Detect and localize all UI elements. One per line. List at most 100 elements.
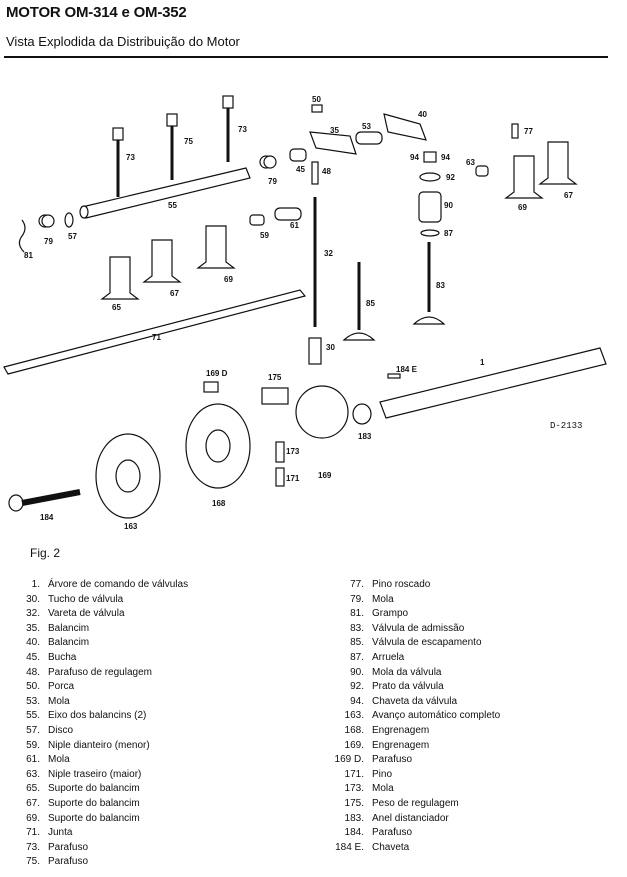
callout-85: 85 <box>366 299 375 308</box>
legend-item-number: 83. <box>350 622 364 634</box>
legend-item-label: Mola <box>372 783 394 795</box>
callout-83: 83 <box>436 281 445 290</box>
legend-item: 92.Prato da válvula <box>330 680 500 695</box>
legend-item-number: 30. <box>26 593 40 605</box>
legend-item-label: Suporte do balancim <box>48 783 140 795</box>
weight-175 <box>261 387 289 405</box>
legend-item-number: 85. <box>350 637 364 649</box>
callout-183: 183 <box>358 432 372 441</box>
spring-173 <box>275 441 285 463</box>
legend-item: 163.Avanço automático completo <box>330 709 501 724</box>
screw-169d <box>203 381 219 393</box>
legend-item-number: 57. <box>26 724 40 736</box>
callout-90: 90 <box>444 201 453 210</box>
legend-item-label: Prato da válvula <box>372 681 444 693</box>
callout-81: 81 <box>24 251 33 260</box>
legend-item: 169.Engrenagem <box>330 739 500 754</box>
legend-item-number: 77. <box>350 579 364 590</box>
legend-item: 55.Eixo dos balancins (2) <box>18 709 188 724</box>
callout-79-left: 79 <box>44 237 53 246</box>
legend-item-label: Pino roscado <box>372 579 431 590</box>
legend-item-label: Balancim <box>48 622 90 634</box>
callout-67-left: 67 <box>170 289 179 298</box>
legend-item: 175. Peso de regulagem <box>330 797 500 812</box>
legend-item-number: 40. <box>26 637 40 649</box>
legend-item: 32.Vareta de válvula <box>18 607 188 622</box>
callout-73-left: 73 <box>126 153 135 162</box>
callout-48: 48 <box>322 167 331 176</box>
legend-item-label: Balancim <box>48 637 90 649</box>
legend-item-number: 35. <box>26 622 40 634</box>
callout-171: 171 <box>286 474 300 483</box>
callout-32: 32 <box>324 249 333 258</box>
legend-item: 65.Suporte do balancim <box>18 782 188 797</box>
spring-53 <box>355 131 383 145</box>
legend-item-label: Chaveta da válvula <box>372 695 458 707</box>
legend-item-number: 171. <box>344 768 364 780</box>
legend-item-number: 81. <box>350 608 364 620</box>
legend-item-label: Parafuso <box>372 827 413 839</box>
legend-item: 90.Mola da válvula <box>330 666 500 681</box>
callout-77: 77 <box>524 127 533 136</box>
legend-item-label: Peso de regulagem <box>372 797 459 809</box>
valve-83 <box>412 242 446 325</box>
legend-item: 79.Mola <box>330 593 500 608</box>
legend-item: 53.Mola <box>18 695 188 710</box>
nipple-59 <box>249 214 265 226</box>
legend-item: 59.Niple dianteiro (menor) <box>18 739 188 754</box>
legend-item: 171. Pino <box>330 768 500 783</box>
figure-label: Fig. 2 <box>30 546 61 560</box>
legend-item: 63.Niple traseiro (maior) <box>18 768 188 783</box>
washer-87 <box>420 229 440 237</box>
legend-item: 40. Balancim <box>18 636 188 651</box>
gear-168 <box>185 403 251 489</box>
legend-item: 57.Disco <box>18 724 188 739</box>
legend-item-number: 175. <box>344 797 364 809</box>
bolt-73-right <box>222 95 234 162</box>
legend-item-label: Pino <box>372 768 393 780</box>
callout-94-left: 94 <box>410 153 419 162</box>
legend-item-number: 87. <box>350 651 364 663</box>
legend-item-number: 169 D. <box>334 754 364 766</box>
legend-item: 173.Mola <box>330 782 500 797</box>
legend-item-label: Avanço automático completo <box>372 710 501 722</box>
header-rule <box>4 56 608 58</box>
legend-item-label: Niple dianteiro (menor) <box>48 739 150 751</box>
legend-item: 61. Mola <box>18 753 188 768</box>
key-184e <box>387 373 401 379</box>
legend-item: 183.Anel distanciador <box>330 812 500 827</box>
legend-item-number: 61. <box>26 754 40 766</box>
callout-71: 71 <box>152 333 161 342</box>
legend-item: 50.Porca <box>18 680 188 695</box>
legend-item-label: Válvula de admissão <box>372 622 465 634</box>
callout-67-right: 67 <box>564 191 573 200</box>
callout-175: 175 <box>268 373 282 382</box>
callout-35: 35 <box>330 126 339 135</box>
legend-item-label: Bucha <box>48 651 77 663</box>
legend-item-label: Mola <box>48 754 70 766</box>
legend-item: 73.Parafuso <box>18 841 188 856</box>
legend-item-number: 73. <box>26 841 40 853</box>
callout-69-left: 69 <box>224 275 233 284</box>
callout-79-right: 79 <box>268 177 277 186</box>
callout-30: 30 <box>326 343 335 352</box>
callout-184: 184 <box>40 513 54 522</box>
legend-item: 30. Tucho de válvula <box>18 593 188 608</box>
legend-item: 1.Árvore de comando de válvulas <box>18 578 188 593</box>
legend-item-label: Tucho de válvula <box>48 593 124 605</box>
legend-item: 168.Engrenagem <box>330 724 500 739</box>
legend-item-number: 45. <box>26 651 40 663</box>
callout-163: 163 <box>124 522 138 531</box>
page-subtitle: Vista Explodida da Distribuição do Motor <box>6 34 240 49</box>
legend-item-number: 50. <box>26 681 40 693</box>
callout-40: 40 <box>418 110 427 119</box>
bolt-75 <box>166 113 178 180</box>
callout-184e: 184 E <box>396 365 418 374</box>
legend-item-label: Parafuso <box>372 754 413 766</box>
legend-item: 184.Parafuso <box>330 826 500 841</box>
callout-63: 63 <box>466 158 475 167</box>
callout-69-right: 69 <box>518 203 527 212</box>
adjust-screw-48 <box>311 161 319 185</box>
